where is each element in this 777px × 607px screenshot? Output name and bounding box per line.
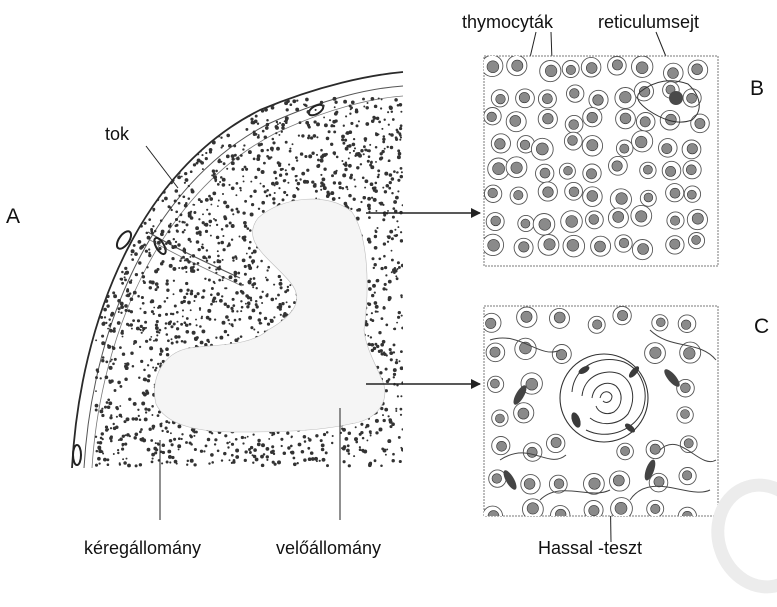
hassall-corpuscle <box>560 354 648 442</box>
label-reticular-cell: reticulumsejt <box>598 12 699 32</box>
label-hassall-corpuscle: Hassal -teszt <box>538 538 642 558</box>
panel-letter-c: C <box>754 316 769 338</box>
panel-b-cortex-detail <box>482 55 719 266</box>
label-thymocytes: thymocyták <box>462 12 553 32</box>
panel-letter-b: B <box>750 78 764 100</box>
panel-letter-a: A <box>6 206 20 228</box>
blood-vessel <box>73 445 81 465</box>
blood-vessel <box>114 229 134 251</box>
thymus-diagram <box>0 0 777 563</box>
leader-capsule <box>146 146 178 188</box>
label-medulla: velőállomány <box>276 538 381 558</box>
reticular-cell-nucleus <box>669 91 683 105</box>
medulla-region <box>154 199 384 432</box>
label-cortex: kéregállomány <box>84 538 201 558</box>
panel-c-medulla-detail <box>482 306 718 526</box>
label-capsule: tok <box>105 124 129 144</box>
